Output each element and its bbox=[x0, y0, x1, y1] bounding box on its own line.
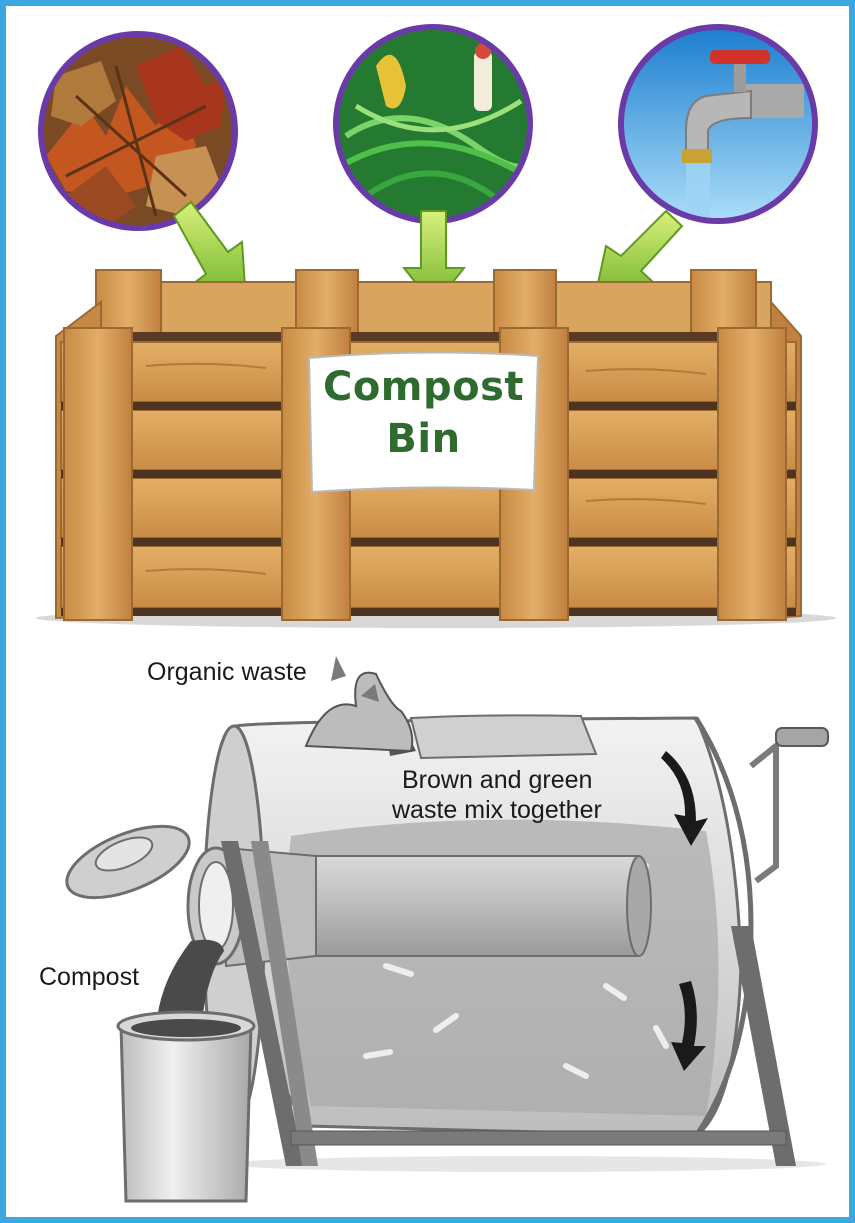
sign-text: Compost Bin bbox=[311, 361, 536, 489]
sign-line-1: Compost bbox=[322, 364, 525, 410]
label-organic-waste: Organic waste bbox=[147, 658, 307, 686]
sign-line-2: Bin bbox=[386, 416, 461, 462]
compost-tumbler bbox=[65, 656, 829, 1203]
label-compost: Compost bbox=[39, 963, 140, 991]
arrow-leaves-to-bin bbox=[172, 200, 248, 304]
label-mix-line-2: waste mix together bbox=[392, 796, 602, 824]
green-scraps-icon bbox=[333, 24, 533, 224]
compost-illustration bbox=[36, 24, 836, 1203]
compost-bin-sign bbox=[307, 351, 540, 494]
label-mix-line-1: Brown and green bbox=[402, 766, 593, 794]
water-faucet-icon bbox=[618, 24, 818, 224]
autumn-leaves-icon bbox=[38, 31, 238, 231]
